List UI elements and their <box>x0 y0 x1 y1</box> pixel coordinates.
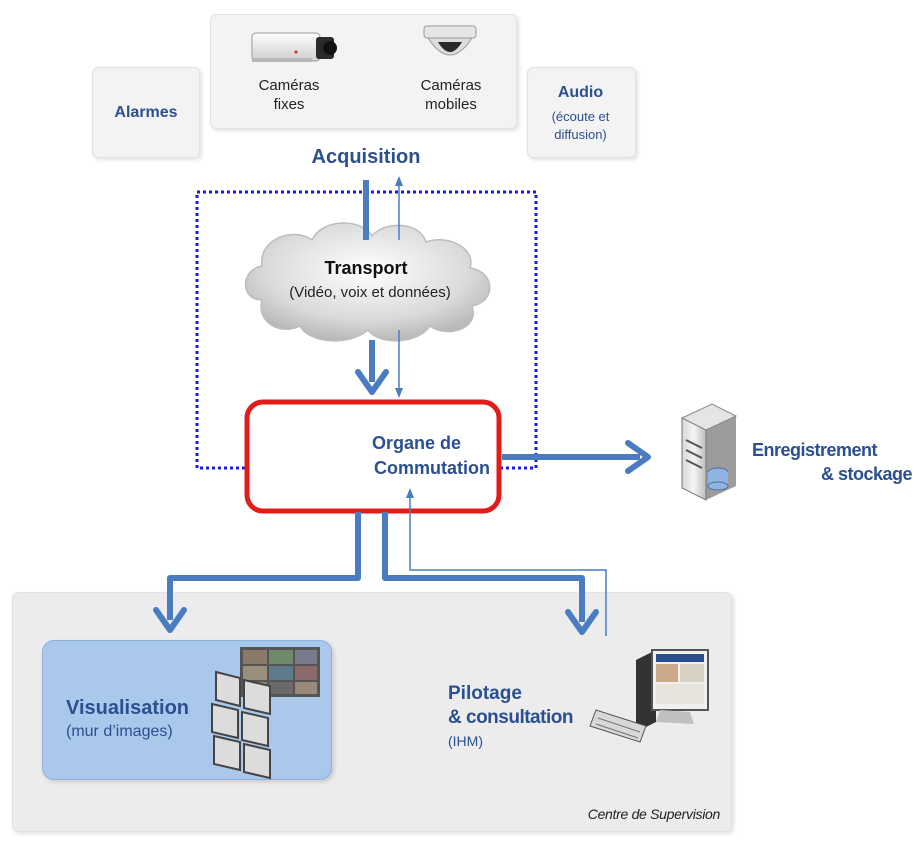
visualisation-title: Visualisation <box>66 697 190 719</box>
switching-box <box>244 399 502 514</box>
transport-title: Transport <box>324 258 408 278</box>
fixed-cameras-text: Caméras fixes <box>258 77 320 113</box>
workstation-icon <box>589 649 709 743</box>
dome-camera-icon <box>423 25 477 56</box>
storage-label-line2: & stockage <box>820 464 913 484</box>
video-wall-icon <box>211 647 320 780</box>
transport-subtitle: (Vidéo, voix et données) <box>289 284 451 301</box>
fixed-cameras-label: Caméras fixes <box>236 76 342 114</box>
acquisition-label: Acquisition <box>311 146 421 168</box>
audio-title: Audio <box>557 84 604 101</box>
supervision-centre-label: Centre de Supervision <box>587 806 721 822</box>
pilotage-line1: Pilotage <box>448 683 522 704</box>
storage-label-line1: Enregistrement <box>752 440 878 460</box>
switching-label-line1: Organe de <box>372 433 462 453</box>
audio-subtitle: (écoute et diffusion) <box>527 108 634 144</box>
server-icon <box>680 403 738 501</box>
fixed-camera-icon <box>251 32 337 62</box>
mobile-cameras-text: Caméras mobiles <box>420 77 482 113</box>
visualisation-subtitle: (mur d’images) <box>66 723 173 740</box>
audio-panel <box>527 67 636 158</box>
alarms-panel <box>92 67 200 158</box>
mobile-cameras-label: Caméras mobiles <box>398 76 504 114</box>
alarms-label: Alarmes <box>114 104 178 121</box>
pilotage-line2: & consultation <box>448 707 573 728</box>
pilotage-subtitle: (IHM) <box>448 733 483 749</box>
transport-cloud-icon <box>244 222 491 342</box>
switching-label-line2: Commutation <box>374 458 490 478</box>
audio-subtitle-text: (écoute et diffusion) <box>551 109 610 142</box>
